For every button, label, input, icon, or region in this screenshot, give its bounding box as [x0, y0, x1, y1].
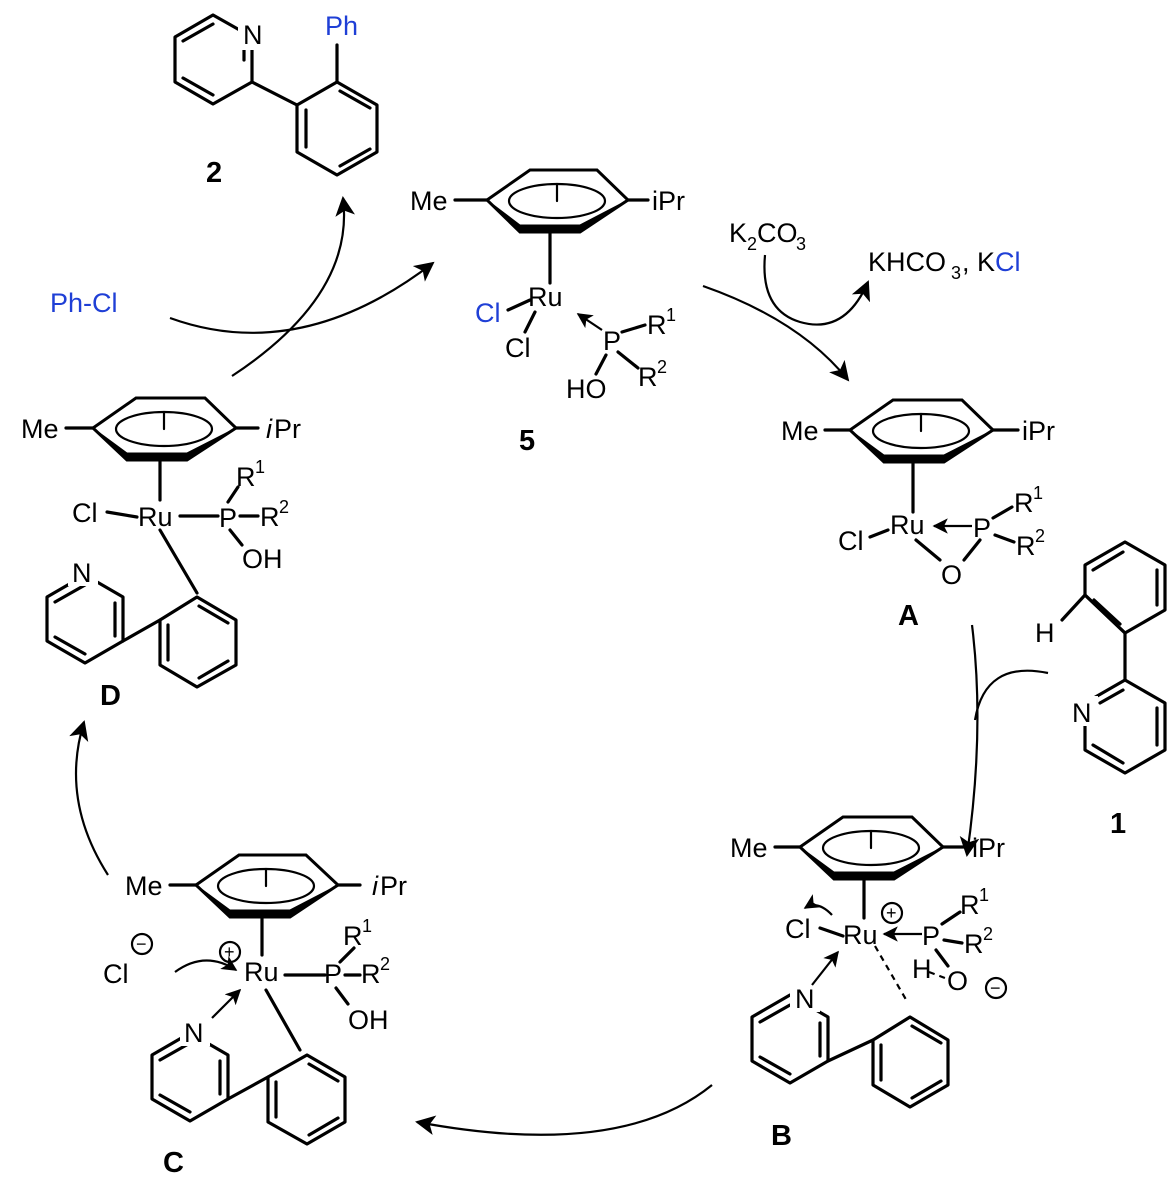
svg-text:3: 3	[796, 234, 806, 254]
compound-label-c: C	[163, 1147, 184, 1178]
r1-label: R	[343, 921, 363, 951]
nitrogen-atom: N	[184, 1018, 204, 1048]
svg-text:K: K	[729, 218, 747, 248]
oxygen-atom: O	[941, 560, 962, 590]
reactive-hydrogen: H	[1035, 618, 1055, 648]
positive-charge: +	[886, 903, 897, 923]
svg-text:1: 1	[362, 916, 372, 936]
isopropyl-italic: i	[372, 871, 379, 901]
ruthenium-atom: Ru	[528, 282, 563, 312]
intermediate-d-structure: Me i Pr Ru Cl P R 1 R 2 OH N D	[21, 396, 301, 712]
catalyst-5-structure: Me iPr Ru Cl Cl P R 1 R 2 HO 5	[410, 168, 685, 457]
r2-label: R	[260, 502, 280, 532]
cycle-arrows	[69, 196, 1049, 1136]
r2-label: R	[1016, 531, 1036, 561]
svg-text:1: 1	[255, 457, 265, 477]
nitrogen-atom: N	[243, 20, 263, 50]
svg-text:Cl: Cl	[995, 247, 1021, 277]
svg-text:2: 2	[747, 234, 757, 254]
r2-label: R	[638, 362, 658, 392]
ruthenium-atom: Ru	[890, 510, 925, 540]
intermediate-a-structure: Me iPr Ru Cl P R 1 R 2 O A	[781, 398, 1055, 632]
phosphorus-atom: P	[324, 959, 342, 989]
ruthenium-atom: Ru	[138, 502, 173, 532]
chloride-counterion: Cl	[103, 959, 129, 989]
r1-label: R	[236, 462, 256, 492]
isopropyl-label: Pr	[380, 871, 407, 901]
substrate-1-structure: H N 1	[1035, 540, 1167, 840]
product-2-structure: N Ph 2	[173, 11, 379, 189]
chloride-ligand: Cl	[505, 333, 531, 363]
isopropyl-label: Pr	[274, 414, 301, 444]
r2-label: R	[361, 959, 381, 989]
positive-charge: +	[224, 942, 235, 962]
phosphorus-atom: P	[603, 326, 621, 356]
phosphorus-atom: P	[973, 513, 991, 543]
base-reagent: K 2 CO 3	[729, 218, 806, 254]
nitrogen-atom: N	[72, 558, 92, 588]
hydroxyl-label: OH	[242, 544, 283, 574]
compound-label-5: 5	[519, 425, 535, 457]
methyl-label: Me	[410, 186, 448, 216]
hydroxyl-label: OH	[348, 1005, 389, 1035]
svg-text:1: 1	[666, 305, 676, 325]
compound-label-d: D	[100, 680, 121, 712]
phosphorus-atom: P	[219, 503, 237, 533]
byproduct-label: KHCO 3 , K Cl	[868, 247, 1021, 283]
nitrogen-atom: N	[1072, 698, 1092, 728]
compound-label-b: B	[771, 1120, 792, 1152]
ruthenium-atom: Ru	[244, 957, 279, 987]
chlorobenzene-reagent: Ph-Cl	[50, 288, 118, 318]
chloride-ligand: Cl	[785, 914, 811, 944]
phosphorus-atom: P	[922, 921, 940, 951]
svg-text:2: 2	[1035, 526, 1045, 546]
ruthenium-atom: Ru	[843, 920, 878, 950]
r1-label: R	[647, 310, 667, 340]
methyl-label: Me	[781, 416, 819, 446]
isopropyl-label: iPr	[652, 186, 685, 216]
isopropyl-label: iPr	[972, 833, 1005, 863]
svg-text:2: 2	[657, 357, 667, 377]
chloride-ligand-highlight: Cl	[475, 298, 501, 328]
svg-text:1: 1	[1033, 483, 1043, 503]
svg-text:2: 2	[983, 924, 993, 944]
phenyl-label: Ph	[325, 11, 358, 41]
isopropyl-label: iPr	[1022, 416, 1055, 446]
isopropyl-italic: i	[266, 414, 273, 444]
oxide-atom: O	[947, 966, 968, 996]
r2-label: R	[964, 929, 984, 959]
compound-label-1: 1	[1110, 808, 1126, 840]
svg-text:KHCO: KHCO	[868, 247, 946, 277]
negative-charge: −	[990, 978, 1001, 998]
negative-charge: −	[136, 934, 147, 954]
svg-text:CO: CO	[757, 218, 798, 248]
chloride-ligand: Cl	[72, 498, 98, 528]
svg-text:2: 2	[279, 497, 289, 517]
intermediate-c-structure: Me i Pr Ru + P R 1 R 2 OH Cl − N	[103, 853, 407, 1178]
hydroxyl-label: HO	[566, 374, 607, 404]
svg-text:2: 2	[380, 954, 390, 974]
r1-label: R	[1014, 488, 1034, 518]
r1-label: R	[960, 890, 980, 920]
methyl-label: Me	[730, 833, 768, 863]
svg-text:1: 1	[979, 885, 989, 905]
svg-text:, K: , K	[962, 247, 995, 277]
nitrogen-atom: N	[795, 984, 815, 1014]
methyl-label: Me	[21, 414, 59, 444]
methyl-label: Me	[125, 871, 163, 901]
compound-label-a: A	[898, 600, 919, 632]
svg-text:3: 3	[951, 263, 961, 283]
agostic-hydrogen: H	[912, 954, 932, 984]
intermediate-b-structure: Me iPr Ru + Cl P R 1 R 2 O − H N	[730, 815, 1008, 1152]
chloride-ligand: Cl	[838, 526, 864, 556]
compound-label-2: 2	[206, 157, 222, 189]
